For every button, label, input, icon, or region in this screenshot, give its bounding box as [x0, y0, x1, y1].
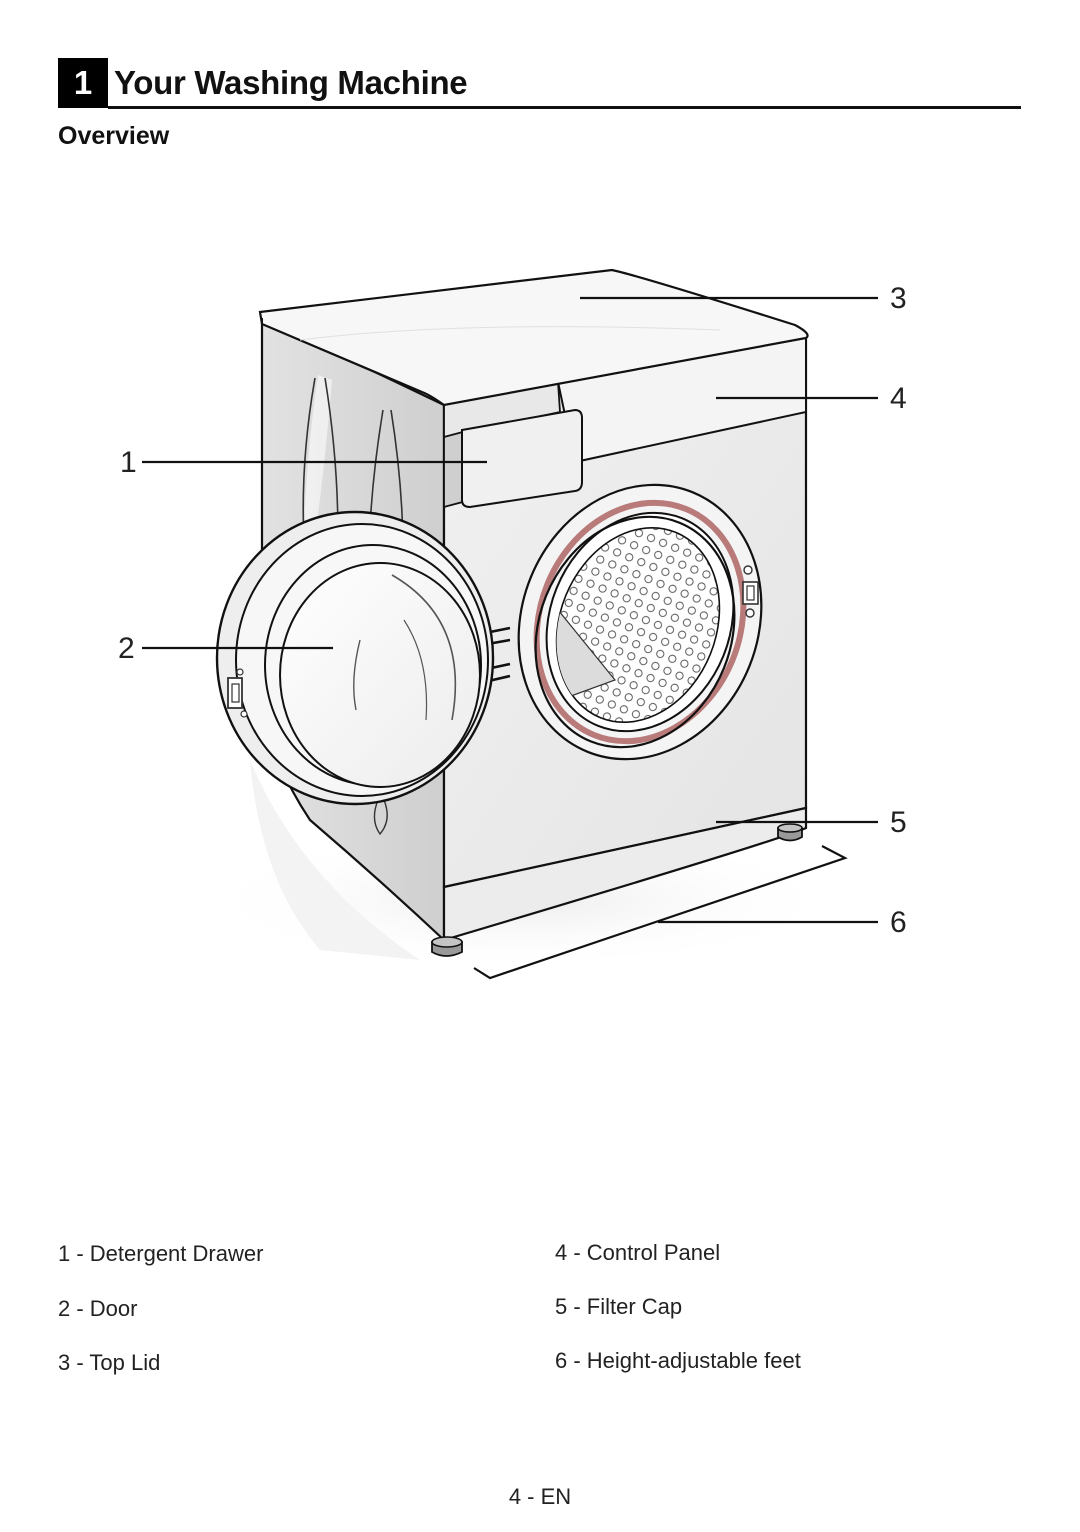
callout-2: 2 [118, 632, 135, 665]
front-door-opening [517, 483, 763, 761]
chapter-title: Your Washing Machine [114, 64, 468, 101]
chapter-rule [108, 106, 1021, 109]
door-lock-icon [742, 565, 759, 618]
door-handle-icon [227, 668, 248, 718]
legend-item-door: 2 - Door [58, 1296, 138, 1321]
callout-5: 5 [890, 806, 907, 839]
washing-machine-diagram: 1 2 3 4 5 6 [118, 268, 907, 980]
callout-6: 6 [890, 906, 907, 939]
section-title: Overview [58, 122, 170, 150]
feet-bracket-line [473, 845, 848, 980]
legend-item-filter-cap: 5 - Filter Cap [555, 1294, 683, 1319]
callout-3: 3 [890, 282, 907, 315]
chapter-header: 1 Your Washing Machine [58, 58, 1021, 109]
callout-1: 1 [120, 446, 137, 479]
callout-4: 4 [890, 382, 907, 415]
callout-leaders [142, 296, 878, 924]
page-number: 4 - EN [508, 1484, 572, 1509]
open-door [215, 510, 495, 806]
legend-item-control-panel: 4 - Control Panel [555, 1240, 721, 1265]
top-lid [258, 268, 809, 407]
machine-feet [431, 823, 803, 957]
legend-item-detergent-drawer: 1 - Detergent Drawer [58, 1241, 264, 1266]
legend-item-top-lid: 3 - Top Lid [58, 1350, 161, 1375]
chapter-number: 1 [58, 58, 108, 108]
legend-item-height-adjustable-feet: 6 - Height-adjustable feet [555, 1348, 801, 1373]
detergent-drawer [443, 408, 583, 509]
